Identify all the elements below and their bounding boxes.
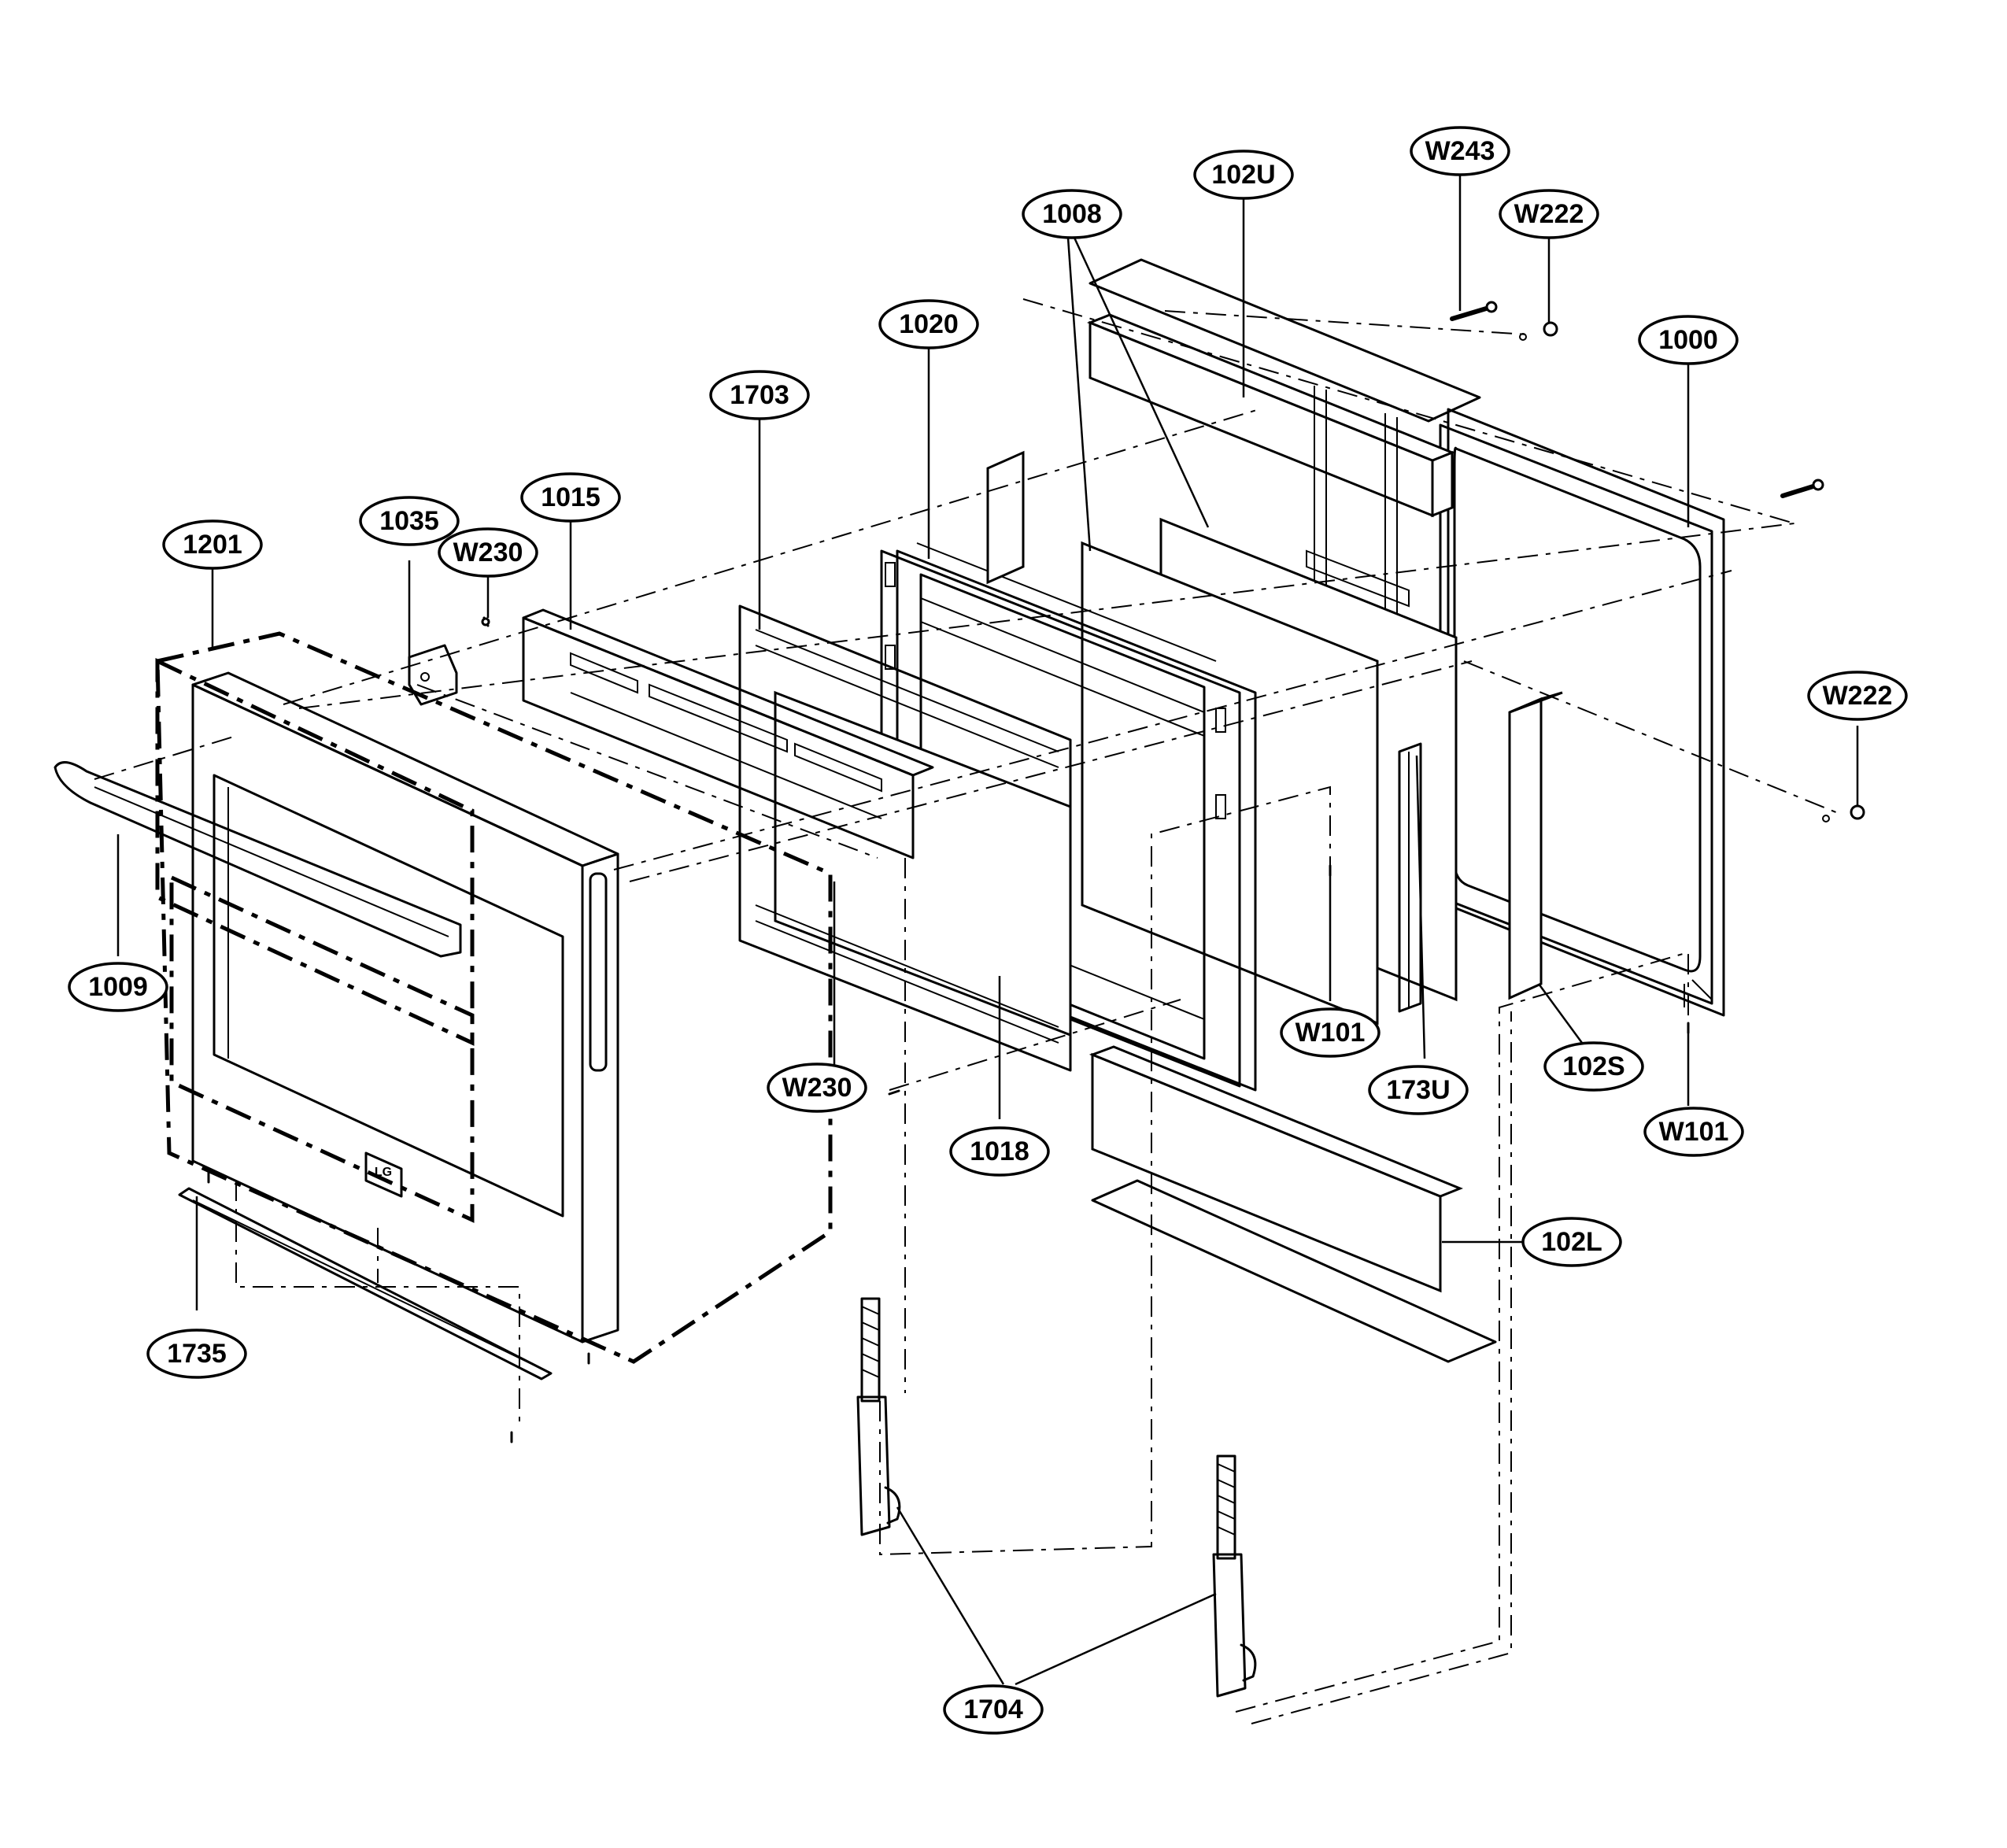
- callout-102l: 102L: [1521, 1217, 1622, 1267]
- callout-w222-top: W222: [1499, 189, 1599, 239]
- callout-label: 1000: [1658, 325, 1718, 355]
- callout-w222-right: W222: [1807, 671, 1908, 721]
- callout-102u: 102U: [1193, 150, 1294, 200]
- leader-lines: [116, 175, 1859, 1686]
- outer-door-1201: LG: [191, 671, 619, 1343]
- screw-w230-top-icon: [481, 616, 490, 627]
- assembly-lines: [94, 298, 1843, 1724]
- callout-label: W101: [1659, 1117, 1729, 1147]
- hinge-1704-right: [1212, 1454, 1257, 1698]
- callout-label: 1704: [963, 1695, 1023, 1724]
- callout-1015: 1015: [520, 472, 621, 523]
- inner-door-frame-1000: [1439, 408, 1725, 1017]
- callout-1703: 1703: [709, 370, 810, 420]
- callout-1008: 1008: [1022, 189, 1122, 239]
- washer-w222-right-icon: [1822, 804, 1865, 822]
- callout-label: 1035: [379, 506, 439, 536]
- callout-1009: 1009: [68, 962, 168, 1012]
- callout-w101-mid: W101: [1280, 1007, 1381, 1058]
- insulation-lower-102l: [1089, 1045, 1497, 1363]
- inner-glass-1018: [774, 690, 1072, 1037]
- screws: [207, 301, 1865, 1443]
- support-rods: [1306, 386, 1410, 641]
- callout-label: 1703: [730, 380, 789, 410]
- insulation-side-102s: [1508, 691, 1563, 1000]
- bracket-frame-1703: [738, 604, 1072, 1072]
- door-glass-1008: [1081, 517, 1458, 1026]
- door-handle-1009: [54, 761, 462, 958]
- callout-1735: 1735: [146, 1329, 247, 1379]
- insulation-upper-102u: [1086, 258, 1481, 518]
- callout-label: W222: [1823, 681, 1893, 711]
- callout-1000: 1000: [1638, 315, 1739, 365]
- callout-label: 1735: [167, 1339, 227, 1369]
- callout-label: W222: [1514, 199, 1584, 229]
- callout-w230-top: W230: [438, 527, 538, 578]
- callout-label: W230: [782, 1073, 852, 1103]
- callout-label: 1018: [970, 1137, 1029, 1166]
- callout-label: 1201: [183, 530, 242, 560]
- callout-1020: 1020: [878, 299, 979, 349]
- callout-1201: 1201: [162, 519, 263, 570]
- air-guide-173u: [1398, 742, 1422, 1013]
- screw-1201-bottom-icon: [207, 1171, 590, 1365]
- screw-w243-icon: [1450, 301, 1498, 321]
- callout-label: W101: [1295, 1018, 1366, 1048]
- callout-label: 1015: [541, 482, 601, 512]
- callout-1035: 1035: [359, 496, 460, 546]
- callout-1704: 1704: [943, 1684, 1044, 1735]
- insulation-post: [986, 450, 1025, 585]
- callout-173u: 173U: [1368, 1065, 1469, 1115]
- callout-102s: 102S: [1543, 1041, 1644, 1092]
- callout-label: 1009: [88, 972, 148, 1002]
- callout-label: 1008: [1042, 199, 1102, 229]
- callout-w101-right: W101: [1643, 1107, 1744, 1157]
- callout-label: 102U: [1211, 160, 1275, 190]
- callout-w230-mid: W230: [767, 1063, 867, 1113]
- callout-label: W230: [453, 538, 523, 567]
- bottom-trim-1735: [178, 1187, 553, 1380]
- hinge-1704-left: [856, 1297, 901, 1536]
- callout-label: 1020: [899, 309, 959, 339]
- callout-w243: W243: [1410, 126, 1510, 176]
- callout-label: 173U: [1386, 1075, 1450, 1105]
- washer-w222-top-icon: [1519, 321, 1558, 341]
- callout-1018: 1018: [949, 1126, 1050, 1177]
- callout-label: 102S: [1562, 1052, 1624, 1081]
- callout-label: W243: [1425, 136, 1495, 166]
- hinge-bracket-1035: [408, 644, 458, 706]
- upper-frame-1015: [522, 608, 934, 859]
- screw-right-icon: [1780, 479, 1824, 498]
- callout-label: 102L: [1541, 1227, 1602, 1257]
- screw-w230-mid-icon: [888, 1089, 900, 1096]
